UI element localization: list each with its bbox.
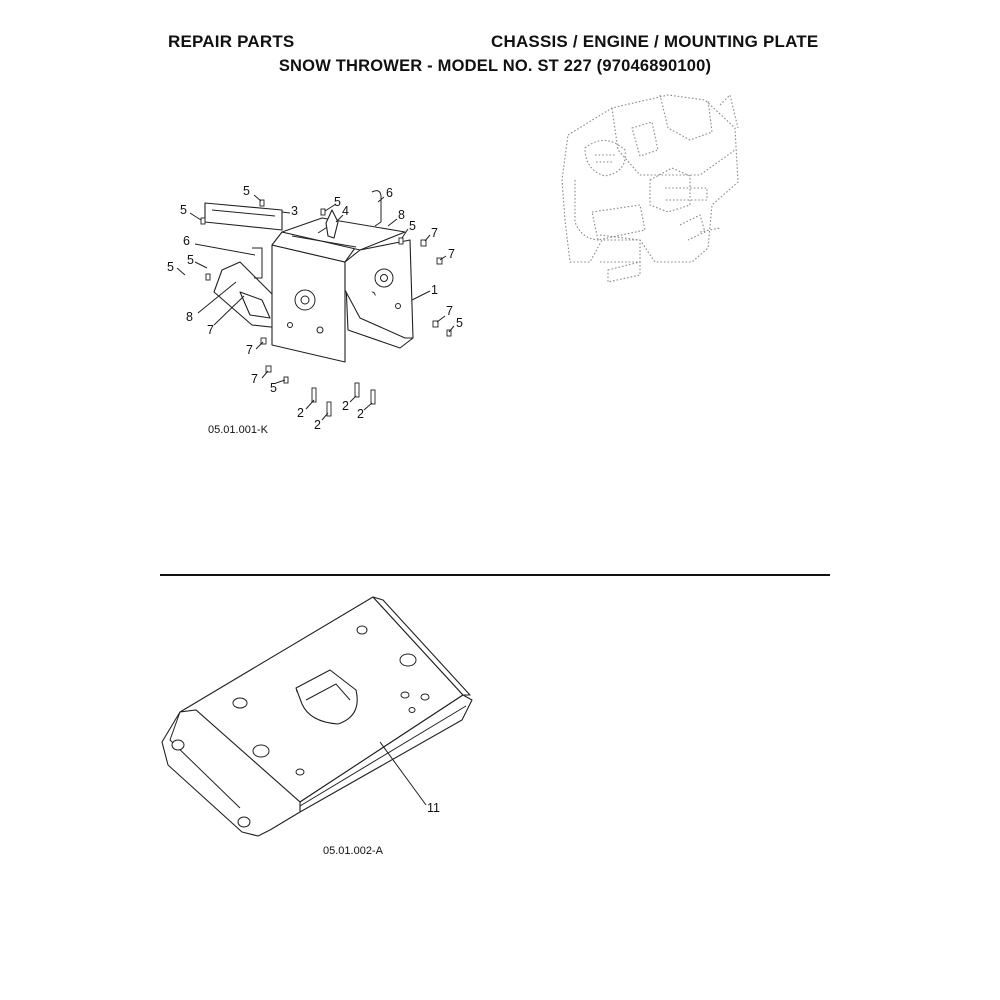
header-subtitle: SNOW THROWER - MODEL NO. ST 227 (9704689… xyxy=(278,57,712,75)
callout-1: 1 xyxy=(431,283,438,297)
callout-7: 7 xyxy=(431,226,438,240)
callout-8: 8 xyxy=(186,310,193,324)
callout-6: 6 xyxy=(386,186,393,200)
diagram-reference-code: 05.01.002-A xyxy=(323,845,383,857)
callout-6: 6 xyxy=(183,234,190,248)
callout-5: 5 xyxy=(334,195,341,209)
callout-5: 5 xyxy=(456,316,463,330)
mounting-plate-drawing: 11 xyxy=(161,596,473,837)
callout-5: 5 xyxy=(167,260,174,274)
callout-5: 5 xyxy=(187,253,194,267)
engine-ghost-illustration xyxy=(561,94,739,283)
callout-2: 2 xyxy=(314,418,321,432)
callout-5: 5 xyxy=(243,184,250,198)
callout-7: 7 xyxy=(446,304,453,318)
callout-2: 2 xyxy=(357,407,364,421)
header-right-title: CHASSIS / ENGINE / MOUNTING PLATE xyxy=(491,32,819,51)
callout-11: 11 xyxy=(427,801,440,815)
chassis-exploded-view: 5 5 3 5 4 6 6 8 5 7 5 5 7 1 8 7 7 5 7 7 … xyxy=(167,184,463,432)
callout-5: 5 xyxy=(409,219,416,233)
callout-7: 7 xyxy=(448,247,455,261)
callout-3: 3 xyxy=(291,204,298,218)
diagram-reference-code: 05.01.001-K xyxy=(208,424,268,436)
callout-8: 8 xyxy=(398,208,405,222)
callout-2: 2 xyxy=(297,406,304,420)
callout-4: 4 xyxy=(342,204,349,218)
callout-7: 7 xyxy=(251,372,258,386)
callout-2: 2 xyxy=(342,399,349,413)
callout-5: 5 xyxy=(270,381,277,395)
callout-5: 5 xyxy=(180,203,187,217)
header-left-title: REPAIR PARTS xyxy=(168,32,295,51)
callout-7: 7 xyxy=(246,343,253,357)
callout-7: 7 xyxy=(207,323,214,337)
